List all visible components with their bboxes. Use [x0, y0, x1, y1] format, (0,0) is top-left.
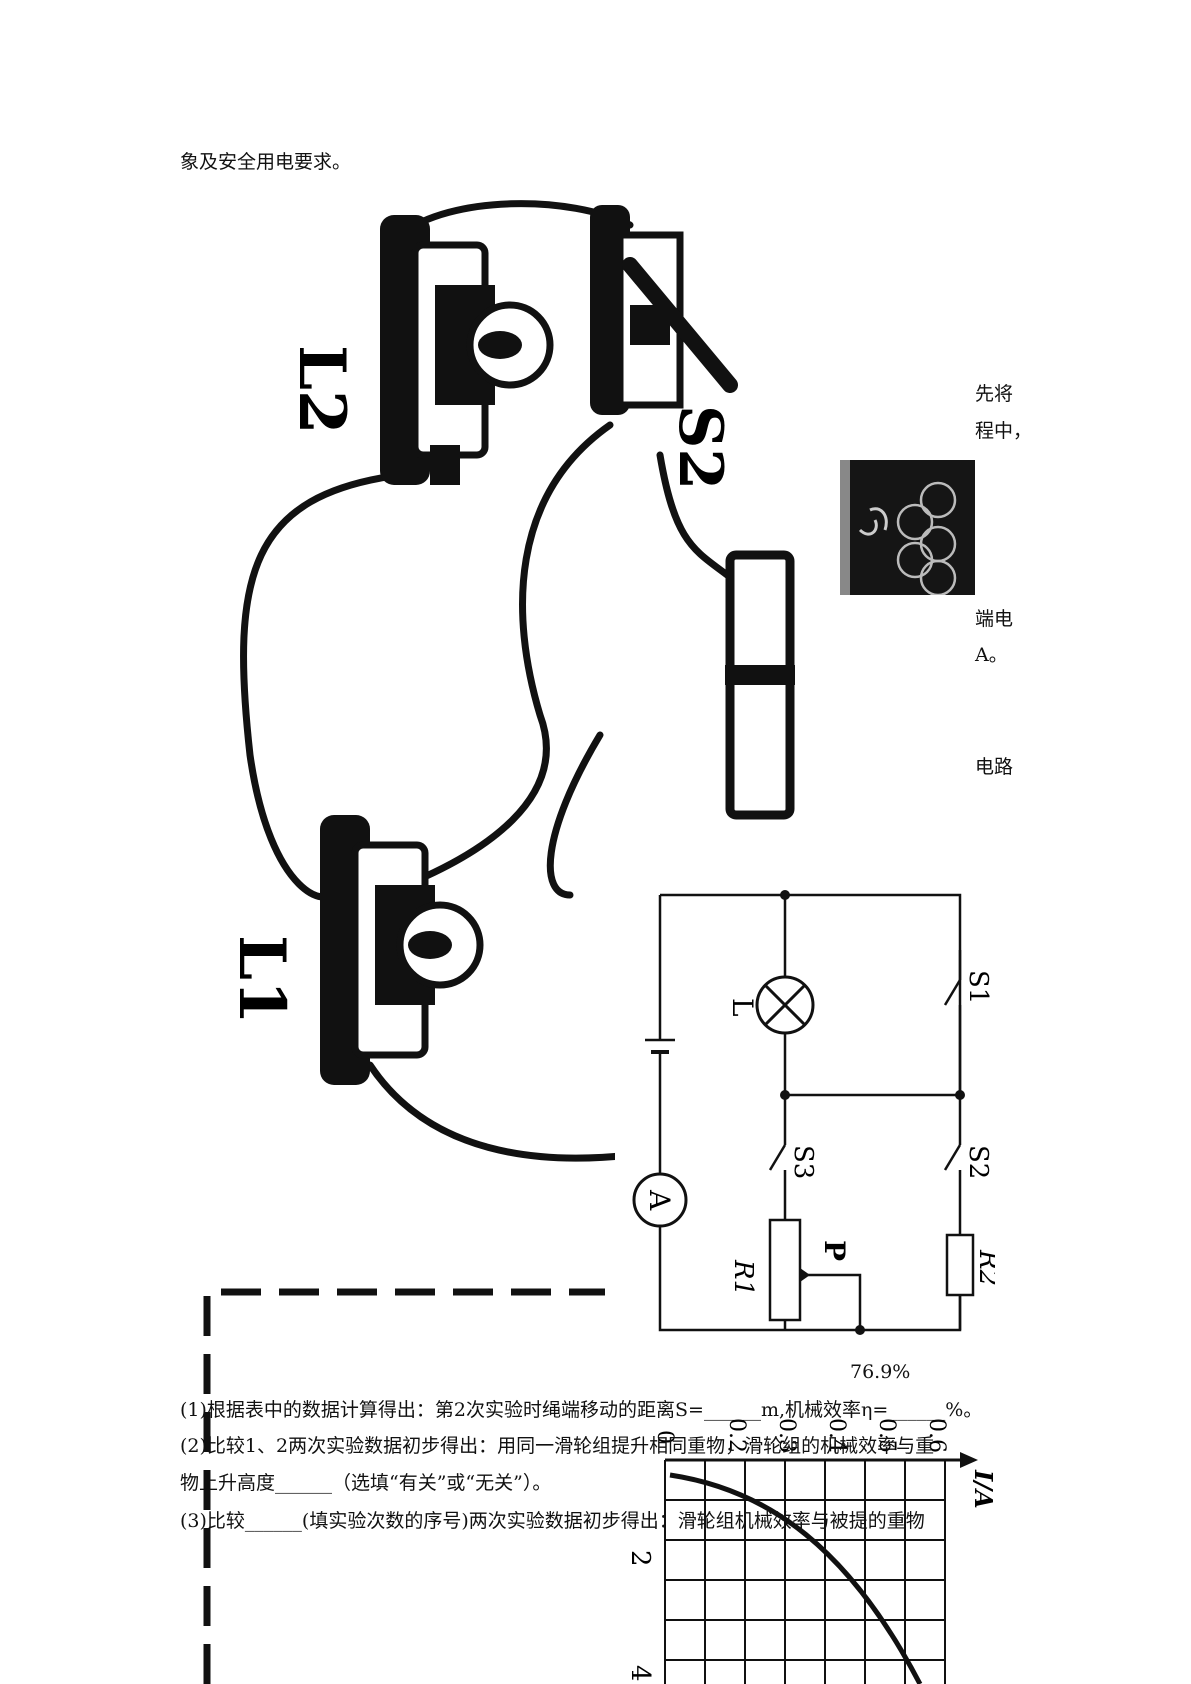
question-2-line-1: (2)比较1、2两次实验数据初步得出：用同一滑轮组提升相同重物，滑轮组的机械效率…	[180, 1435, 935, 1457]
circuit-photo: L2 S2 L1	[224, 200, 795, 1162]
label-s3: S3	[788, 1145, 818, 1179]
question-1: (1)根据表中的数据计算得出：第2次实验时绳端移动的距离S=______m,机械…	[180, 1399, 983, 1421]
tick-label-0-2: 0.2	[724, 1418, 749, 1453]
label-r2: R2	[973, 1249, 995, 1286]
top-text-line: 象及安全用电要求。	[180, 151, 352, 173]
fragment-a: A。	[975, 644, 1008, 666]
circuit-schematic: L S1 S3 S2 A P R1 R2	[615, 880, 995, 1350]
tick-label-0-3: 0.3	[774, 1418, 799, 1453]
battery-symbol	[645, 1038, 675, 1054]
tick-label-0-5: 0.5	[874, 1418, 899, 1453]
label-lamp-l: L	[726, 998, 759, 1017]
fragment-chengzhong: 程中，	[975, 420, 1033, 442]
label-s2: S2	[665, 405, 735, 490]
graph-origin-label: 0	[652, 1430, 677, 1444]
tick-label-2: 2	[625, 1550, 655, 1567]
olympic-rings-photo	[840, 460, 975, 595]
label-l1: L1	[224, 935, 299, 1025]
graph-axis-label: I/A	[969, 1469, 998, 1509]
value-769: 76.9%	[850, 1361, 911, 1383]
tick-label-4: 4	[625, 1665, 655, 1682]
lamp-symbol	[755, 975, 815, 1035]
switch-s2	[590, 205, 738, 415]
fragment-xianjiang: 先将	[975, 383, 1014, 405]
label-s1: S1	[963, 970, 993, 1004]
question-2-line-2: 物上升高度______（选填“有关”或“无关”）。	[180, 1472, 552, 1494]
fragment-duandian: 端电	[975, 608, 1014, 630]
question-3: (3)比较______(填实验次数的序号)两次实验数据初步得出：滑轮组机械效率与…	[180, 1510, 925, 1532]
fragment-dianlu: 电路	[975, 756, 1014, 778]
tick-label-0-6: 0.6	[924, 1418, 949, 1453]
ammeter-symbol	[632, 1172, 688, 1228]
label-p: P	[818, 1240, 851, 1261]
label-s2-schematic: S2	[963, 1145, 993, 1179]
dashed-frame	[203, 1288, 605, 1684]
current-graph-fragment: I/A 0 0.2 0.3 0.4 0.5 0.6 2 4	[620, 1400, 1010, 1684]
label-l2: L2	[284, 345, 359, 435]
label-r1: R1	[728, 1259, 758, 1296]
battery	[725, 550, 795, 820]
lamp-l2-socket	[380, 215, 554, 485]
label-ammeter: A	[643, 1189, 676, 1211]
lamp-l1-socket	[320, 815, 484, 1085]
resistor-r2	[945, 1233, 975, 1330]
rheostat-r1	[768, 1218, 810, 1330]
tick-label-0-4: 0.4	[824, 1418, 849, 1453]
